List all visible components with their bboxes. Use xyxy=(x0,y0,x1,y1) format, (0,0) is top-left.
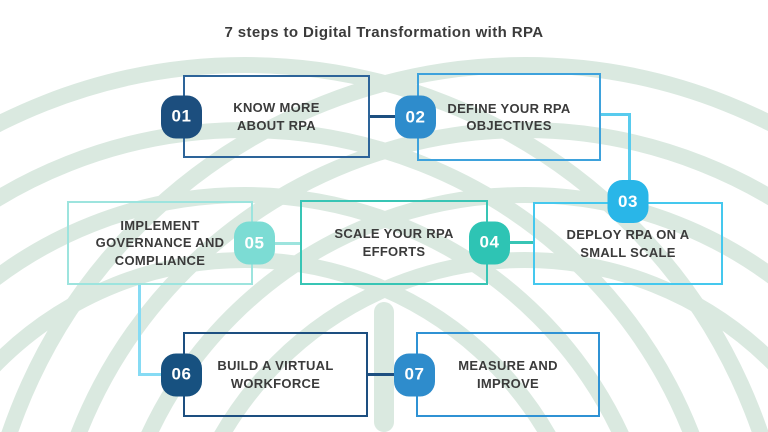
step-5-badge: 05 xyxy=(234,221,275,265)
step-7-label: MEASURE AND IMPROVE xyxy=(458,358,558,391)
step-3-label: DEPLOY RPA ON A SMALL SCALE xyxy=(566,227,690,260)
step-7-badge: 07 xyxy=(394,353,435,396)
step-5-box: IMPLEMENT GOVERNANCE AND COMPLIANCE xyxy=(67,201,253,285)
step-7-box: MEASURE AND IMPROVE xyxy=(416,332,600,417)
connector-step5-step6-v xyxy=(138,285,141,375)
step-2: DEFINE YOUR RPA OBJECTIVES 02 xyxy=(395,73,601,161)
step-6: BUILD A VIRTUAL WORKFORCE 06 xyxy=(161,332,368,417)
step-1-label: KNOW MORE ABOUT RPA xyxy=(233,100,320,133)
step-7: MEASURE AND IMPROVE 07 xyxy=(394,332,600,417)
step-5-number: 05 xyxy=(244,233,265,252)
step-5-label: IMPLEMENT GOVERNANCE AND COMPLIANCE xyxy=(95,218,225,268)
step-2-number: 02 xyxy=(405,107,426,126)
step-4-badge: 04 xyxy=(469,221,510,264)
step-2-badge: 02 xyxy=(395,95,436,139)
step-4-label: SCALE YOUR RPA EFFORTS xyxy=(334,226,454,259)
step-3: DEPLOY RPA ON A SMALL SCALE 03 xyxy=(533,180,723,285)
step-3-number: 03 xyxy=(618,191,638,211)
step-1: KNOW MORE ABOUT RPA 01 xyxy=(161,75,370,158)
step-7-number: 07 xyxy=(404,364,425,384)
connector-step6-step7 xyxy=(368,373,416,376)
step-6-badge: 06 xyxy=(161,353,202,396)
connector-step3-step4 xyxy=(488,241,533,244)
step-2-label: DEFINE YOUR RPA OBJECTIVES xyxy=(447,100,571,133)
step-6-label: BUILD A VIRTUAL WORKFORCE xyxy=(217,358,334,391)
step-3-badge: 03 xyxy=(607,180,649,223)
connector-step4-step5 xyxy=(253,242,300,245)
connector-step2-step3-h xyxy=(601,113,631,116)
connector-step2-step3-v xyxy=(628,113,631,204)
step-6-box: BUILD A VIRTUAL WORKFORCE xyxy=(183,332,368,417)
step-5: IMPLEMENT GOVERNANCE AND COMPLIANCE 05 xyxy=(67,201,275,285)
step-4-box: SCALE YOUR RPA EFFORTS xyxy=(300,200,488,285)
step-2-box: DEFINE YOUR RPA OBJECTIVES xyxy=(417,73,601,161)
step-1-box: KNOW MORE ABOUT RPA xyxy=(183,75,370,158)
step-4: SCALE YOUR RPA EFFORTS 04 xyxy=(300,200,510,285)
step-1-number: 01 xyxy=(171,106,192,126)
connector-step1-step2 xyxy=(370,115,417,118)
step-6-number: 06 xyxy=(171,364,192,384)
page-title: 7 steps to Digital Transformation with R… xyxy=(224,24,544,41)
step-4-number: 04 xyxy=(479,232,500,252)
step-1-badge: 01 xyxy=(161,95,202,138)
